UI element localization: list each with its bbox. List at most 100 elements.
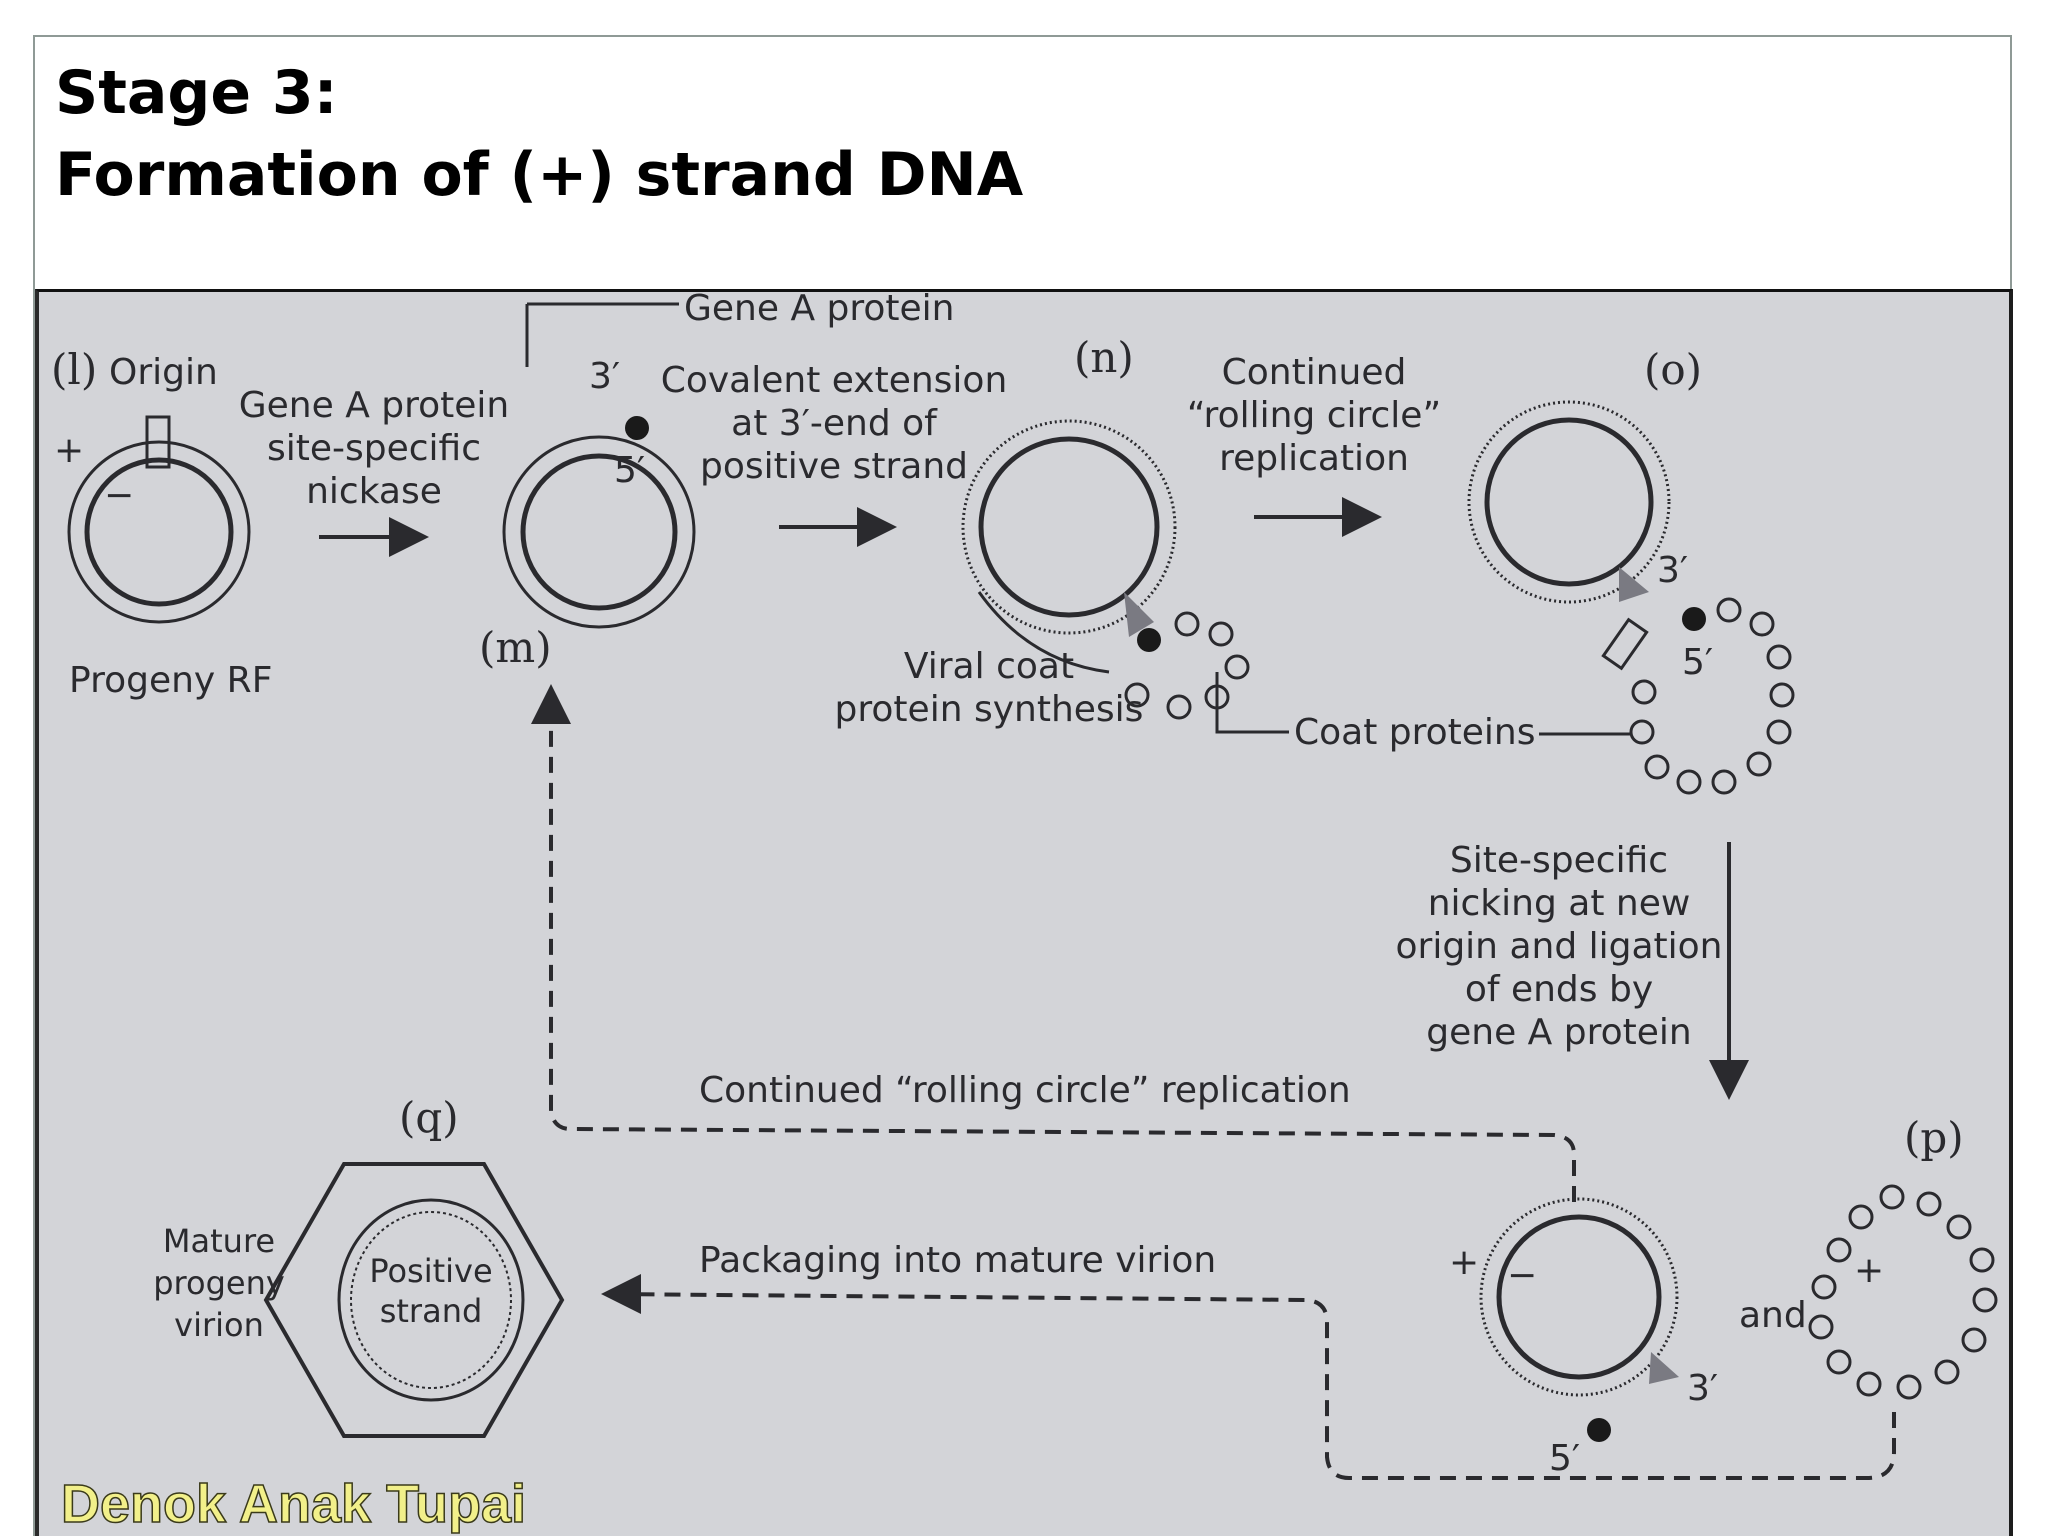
covalent-line-3: positive strand — [700, 446, 968, 487]
covalent-line-1: Covalent extension — [661, 360, 1008, 401]
o-coat-protein — [1631, 679, 1657, 705]
nickase-line-2: site-specific — [267, 428, 481, 469]
p-coat-protein — [1896, 1374, 1922, 1400]
stage-l-label: (l) — [51, 345, 97, 394]
n-inner-strand — [978, 436, 1160, 618]
mature-line-3: virion — [174, 1306, 264, 1344]
rf-minus-sign: − — [104, 475, 134, 516]
o-coat-protein — [1766, 719, 1792, 745]
positive-line-2: strand — [380, 1292, 483, 1330]
positive-line-1: Positive — [369, 1252, 492, 1290]
gene-a-protein-dot — [625, 416, 649, 440]
n-coat-protein — [1224, 654, 1250, 680]
virion-inner-strand — [350, 1211, 512, 1389]
stage-m-group: Gene A protein 3′ 5′ (m) — [479, 292, 955, 672]
stage-q-group: (q) Positive strand Mature progeny virio… — [153, 1093, 565, 1438]
slide-title: Stage 3: Formation of (+) strand DNA — [55, 52, 1023, 216]
rf-outer-strand — [67, 440, 251, 624]
stage-o-label: (o) — [1644, 345, 1702, 394]
and-label: and — [1739, 1295, 1807, 1336]
gene-a-protein-label: Gene A protein — [684, 292, 955, 329]
p-coat-protein — [1826, 1349, 1852, 1375]
o-coat-protein-ring — [1629, 597, 1795, 795]
title-line-1: Stage 3: — [55, 58, 338, 128]
nickase-step: Gene A protein site-specific nickase — [239, 385, 510, 557]
continued-line-1: Continued — [1222, 352, 1407, 393]
n-outer-strand — [961, 419, 1177, 635]
continued-line-3: replication — [1219, 438, 1409, 479]
n-coat-protein — [1208, 621, 1234, 647]
m-three-prime: 3′ — [589, 356, 620, 397]
packaging-path: Packaging into mature virion — [601, 1240, 1896, 1480]
nicking-line-3: origin and ligation — [1396, 926, 1723, 967]
continued-line-2: “rolling circle” — [1187, 395, 1441, 436]
stage-o-group: (o) 3′ 5′ Coat proteins — [1215, 345, 1795, 795]
viral-coat-line-1: Viral coat — [904, 646, 1074, 687]
origin-label: Origin — [109, 352, 218, 393]
return-dashed-path — [549, 692, 1576, 1202]
o-inner-strand — [1484, 417, 1654, 587]
n-coat-protein — [1124, 682, 1150, 708]
o-growth-arrow — [1619, 567, 1649, 602]
viral-coat-line-2: protein synthesis — [835, 689, 1144, 730]
o-three-prime: 3′ — [1657, 550, 1688, 591]
p-gene-a-dot — [1587, 1418, 1611, 1442]
covalent-step: Covalent extension at 3′-end of positive… — [661, 360, 1008, 547]
p-five-prime: 5′ — [1549, 1438, 1580, 1479]
stage-l-group: (l) Origin + − Progeny RF — [51, 345, 272, 701]
stage-p-group: + − 3′ 5′ and (p) + — [1449, 1113, 1998, 1479]
replication-diagram: (l) Origin + − Progeny RF Gene A protein… — [51, 292, 1998, 1535]
nicking-line-5: gene A protein — [1426, 1012, 1691, 1053]
continued-rc-label: Continued “rolling circle” replication — [699, 1070, 1351, 1111]
nicking-step: Site-specific nicking at new origin and … — [1396, 840, 1749, 1100]
return-loop: Continued “rolling circle” replication — [531, 684, 1576, 1202]
p-coat-protein — [1934, 1359, 1960, 1385]
stage-n-group: (n) Viral coat protein synthesis — [835, 333, 1250, 730]
o-coat-protein — [1676, 769, 1702, 795]
nicking-line-4: of ends by — [1465, 969, 1653, 1010]
p-coat-protein — [1808, 1314, 1834, 1340]
p-minus-sign: − — [1507, 1255, 1537, 1296]
stage-n-label: (n) — [1074, 333, 1134, 382]
p-coat-protein — [1972, 1287, 1998, 1313]
p-coat-protein — [1811, 1274, 1837, 1300]
o-coat-protein — [1766, 644, 1792, 670]
title-line-2: Formation of (+) strand DNA — [55, 140, 1024, 210]
p-coat-protein — [1856, 1371, 1882, 1397]
nicking-line-2: nicking at new — [1428, 883, 1691, 924]
o-outer-strand — [1467, 400, 1671, 604]
p-growth-arrow — [1649, 1352, 1679, 1384]
m-inner-strand — [520, 453, 678, 611]
p-rf-outer-strand — [1479, 1197, 1679, 1397]
o-new-origin — [1601, 617, 1649, 671]
nickase-line-3: nickase — [306, 471, 442, 512]
diagram-photo: (l) Origin + − Progeny RF Gene A protein… — [35, 289, 2013, 1536]
o-coat-protein — [1716, 597, 1742, 623]
packaging-label: Packaging into mature virion — [699, 1240, 1216, 1281]
p-coat-protein — [1848, 1204, 1874, 1230]
p-rf-inner-strand — [1496, 1214, 1662, 1380]
p-ssdna-plus-sign: + — [1854, 1250, 1884, 1291]
o-coat-protein — [1629, 719, 1655, 745]
progeny-rf-label: Progeny RF — [69, 660, 272, 701]
stage-m-label: (m) — [479, 623, 552, 672]
mature-line-2: progeny — [153, 1264, 285, 1302]
continued-step: Continued “rolling circle” replication — [1187, 352, 1441, 537]
m-five-prime: 5′ — [614, 450, 645, 491]
o-coat-protein — [1711, 769, 1737, 795]
virion-outer-strand — [337, 1198, 525, 1402]
origin-box — [145, 415, 171, 469]
stage-q-label: (q) — [399, 1093, 459, 1142]
coat-proteins-leader-left — [1215, 672, 1289, 734]
covalent-line-2: at 3′-end of — [731, 403, 938, 444]
p-three-prime: 3′ — [1687, 1368, 1718, 1409]
nickase-line-1: Gene A protein — [239, 385, 510, 426]
p-coat-protein — [1879, 1184, 1905, 1210]
p-coat-protein — [1946, 1214, 1972, 1240]
rf-inner-strand — [84, 457, 234, 607]
o-coat-protein — [1749, 611, 1775, 637]
virion-hexagon — [263, 1162, 565, 1438]
p-coat-protein — [1826, 1237, 1852, 1263]
packaging-dashed-path — [603, 1292, 1896, 1480]
p-plus-sign: + — [1449, 1242, 1479, 1283]
